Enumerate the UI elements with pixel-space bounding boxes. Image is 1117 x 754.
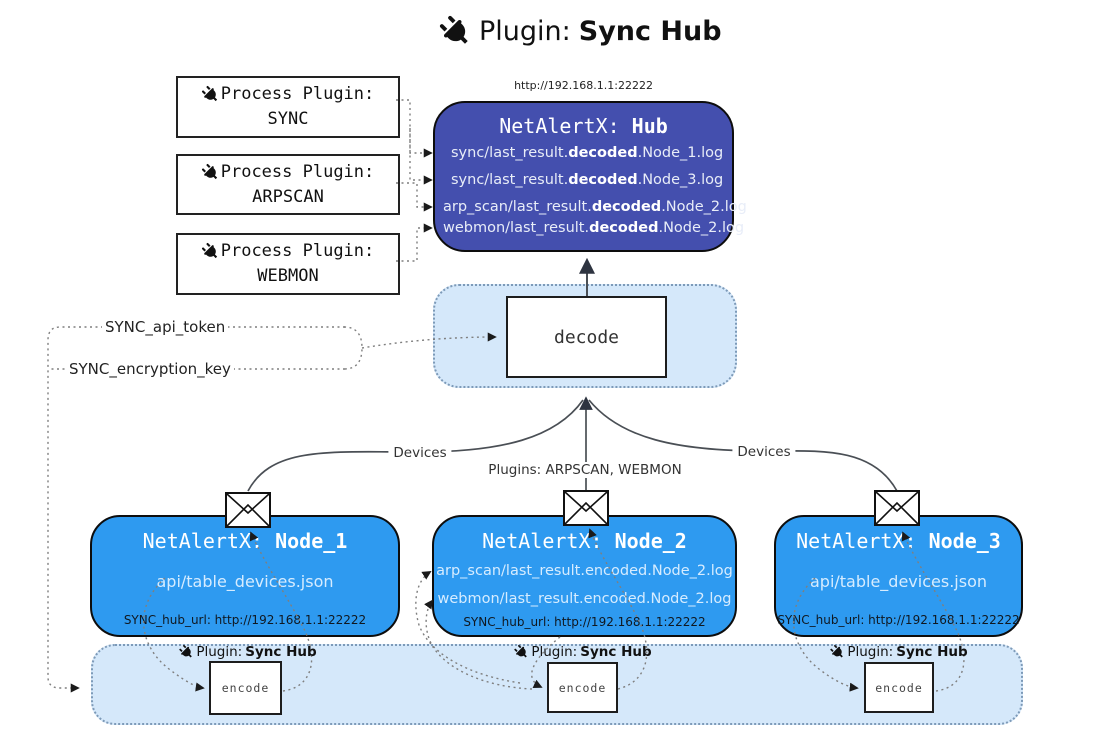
- sync-encryption-key-label: SYNC_encryption_key: [66, 360, 234, 378]
- hub-title-prefix: NetAlertX:: [499, 114, 632, 138]
- edge-label-plugins: Plugins: ARPSCAN, WEBMON: [483, 462, 687, 478]
- envelope-icon: [563, 490, 609, 526]
- hub-log-line: webmon/last_result.decoded.Node_2.log: [443, 220, 745, 236]
- node-title: NetAlertX: Node_1: [142, 529, 348, 553]
- process-plugin-label: Process Plugin:: [220, 161, 375, 182]
- edge-label-devices-left: Devices: [388, 445, 452, 461]
- encoder-plugin-label: Plugin: Sync Hub: [511, 642, 652, 662]
- node-hub-url: SYNC_hub_url: http://192.168.1.1:22222: [463, 615, 706, 629]
- hub-log-line: arp_scan/last_result.decoded.Node_2.log: [443, 199, 747, 215]
- node-file: api/table_devices.json: [156, 572, 334, 591]
- title-prefix: Plugin:: [479, 16, 571, 47]
- plug-icon: [198, 83, 222, 107]
- hub-box: NetAlertX: Hub sync/last_result.decoded.…: [433, 101, 747, 252]
- envelope-icon: [874, 490, 920, 526]
- process-plugin-name: SYNC: [267, 109, 309, 129]
- node-3-box: NetAlertX: Node_3 api/table_devices.json…: [774, 515, 1023, 637]
- encoder-plugin-label: Plugin: Sync Hub: [827, 642, 968, 662]
- process-plugin-arpscan: Process Plugin: ARPSCAN: [176, 154, 400, 215]
- node-file: arp_scan/last_result.encoded.Node_2.log: [436, 563, 733, 579]
- encode-box: encode: [547, 662, 618, 713]
- node-file: api/table_devices.json: [809, 572, 987, 591]
- node-title: NetAlertX: Node_3: [796, 529, 1001, 553]
- node-2-box: NetAlertX: Node_2 arp_scan/last_result.e…: [432, 515, 737, 637]
- plug-icon: [434, 10, 478, 54]
- envelope-icon: [225, 492, 271, 528]
- process-plugin-name: WEBMON: [257, 266, 319, 286]
- process-plugin-label: Process Plugin:: [220, 241, 375, 262]
- edge-label-devices-right: Devices: [732, 444, 796, 460]
- decode-box: decode: [506, 296, 667, 378]
- process-plugin-sync: Process Plugin: SYNC: [176, 76, 400, 138]
- process-plugin-webmon: Process Plugin: WEBMON: [176, 233, 400, 295]
- process-plugin-label: Process Plugin:: [220, 84, 375, 105]
- sync-api-token-label: SYNC_api_token: [102, 318, 229, 336]
- node-hub-url: SYNC_hub_url: http://192.168.1.1:22222: [123, 613, 367, 627]
- plug-icon: [198, 240, 222, 264]
- page-title: Plugin: Sync Hub: [440, 16, 722, 47]
- hub-log-line: sync/last_result.decoded.Node_1.log: [451, 145, 724, 161]
- encode-box: encode: [864, 662, 934, 713]
- plug-icon: [176, 642, 196, 662]
- encode-box: encode: [209, 661, 282, 715]
- node-file: webmon/last_result.encoded.Node_2.log: [437, 591, 732, 607]
- node-1-box: NetAlertX: Node_1 api/table_devices.json…: [90, 515, 400, 637]
- hub-log-line: sync/last_result.decoded.Node_3.log: [451, 172, 724, 188]
- node-hub-url: SYNC_hub_url: http://192.168.1.1:22222: [777, 613, 1020, 627]
- plug-icon: [198, 160, 222, 184]
- node-title: NetAlertX: Node_2: [482, 529, 687, 553]
- encoder-plugin-label: Plugin: Sync Hub: [176, 642, 317, 662]
- hub-title-name: Hub: [631, 114, 668, 138]
- plug-icon: [511, 642, 531, 662]
- hub-title: NetAlertX: Hub: [435, 114, 732, 138]
- process-plugin-name: ARPSCAN: [252, 186, 324, 207]
- hub-url: http://192.168.1.1:22222: [514, 79, 653, 92]
- plug-icon: [827, 642, 847, 662]
- title-name: Sync Hub: [578, 16, 722, 47]
